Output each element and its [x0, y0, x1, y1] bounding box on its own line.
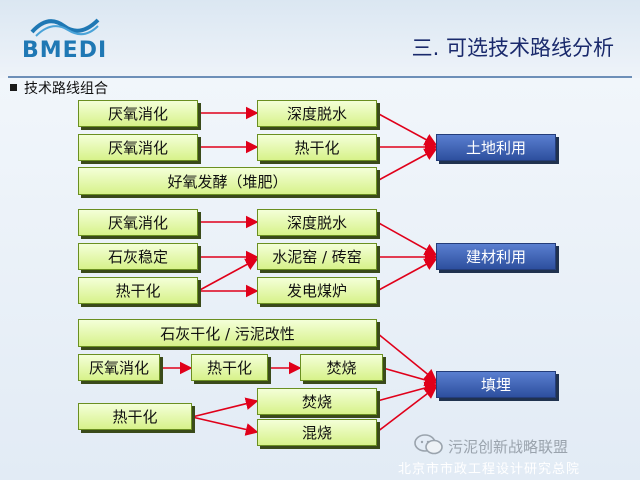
process-box: 深度脱水	[257, 100, 377, 127]
process-box: 水泥窑 / 砖窑	[257, 243, 377, 270]
arrow-g1-to-target-3	[376, 148, 438, 182]
arrow-g3-to-target-1	[376, 332, 438, 383]
arrow-g3-r4-to-burn	[191, 397, 259, 418]
arrow-g2-r3-to-r2	[197, 258, 259, 292]
section-label: 技术路线组合	[24, 81, 108, 97]
target-box-landfill: 填埋	[436, 371, 556, 398]
bullet-icon	[10, 84, 17, 91]
process-box: 厌氧消化	[78, 134, 198, 161]
process-box: 热干化	[78, 277, 198, 304]
process-box: 热干化	[257, 134, 377, 161]
process-box: 热干化	[78, 403, 192, 430]
logo-wave-icon	[30, 18, 100, 37]
target-box-land-use: 土地利用	[436, 134, 556, 161]
process-box: 焚烧	[257, 388, 377, 415]
arrow-g2-to-target-1	[376, 221, 438, 256]
process-box: 热干化	[191, 354, 268, 381]
arrow-g3-r4	[191, 416, 259, 436]
arrow-g2-to-target-3	[376, 258, 438, 292]
header-divider	[8, 76, 632, 78]
wechat-icon	[414, 434, 443, 455]
process-box: 混烧	[257, 419, 377, 446]
process-box: 厌氧消化	[78, 100, 198, 127]
header-bar	[0, 0, 640, 78]
page-title: 三. 可选技术路线分析	[411, 36, 614, 60]
process-box: 发电煤炉	[257, 277, 377, 304]
arrow-g3-to-target-2	[382, 367, 438, 387]
process-box: 石灰稳定	[78, 243, 198, 270]
process-box: 深度脱水	[257, 209, 377, 236]
process-box: 厌氧消化	[78, 354, 160, 381]
process-box: 好氧发酵（堆肥）	[78, 167, 377, 195]
logo-text: BMEDI	[22, 38, 108, 63]
arrow-g3-to-target-4	[376, 386, 438, 433]
target-box-building-materials: 建材利用	[436, 243, 556, 270]
process-box: 厌氧消化	[78, 209, 198, 236]
bmedi-logo: BMEDI	[22, 12, 108, 68]
process-box: 石灰干化 / 污泥改性	[78, 319, 377, 347]
process-box: 焚烧	[300, 354, 383, 381]
arrow-g1-to-target-1	[376, 112, 438, 146]
footer-brand: 污泥创新战略联盟	[448, 438, 569, 456]
footer-org: 北京市市政工程设计研究总院	[398, 462, 581, 477]
